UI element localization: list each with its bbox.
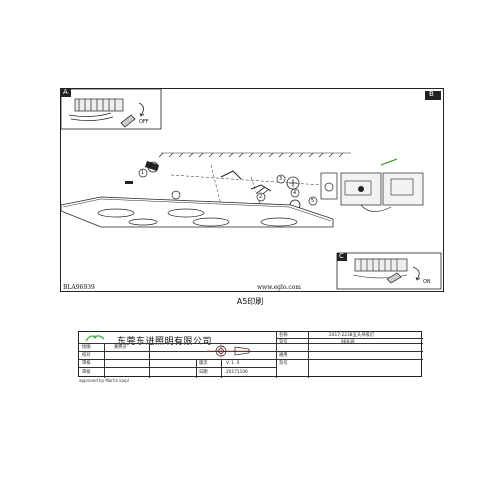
step-2: 2 — [259, 194, 263, 200]
rotate-arrow-icon — [138, 102, 145, 117]
screwdriver-icon — [120, 114, 136, 128]
version-value: V. 1. 0 — [226, 361, 240, 366]
item-value: 96939 — [341, 340, 355, 345]
website: www.eglo.com — [257, 284, 301, 291]
panel-c-inset — [336, 252, 442, 290]
approve-label: 审核 — [82, 370, 91, 375]
drawn-label: 绘图 — [82, 345, 91, 350]
ceiling-hatch — [158, 152, 351, 158]
lamp-light-slot — [97, 208, 298, 227]
on-label: ON — [423, 279, 431, 285]
drill-icon — [145, 161, 159, 173]
off-label: OFF — [139, 119, 149, 125]
step-3: 3 — [279, 176, 283, 182]
item-label: 货号 — [279, 340, 288, 345]
installation-diagram — [61, 89, 442, 290]
screwdriver-icon — [386, 272, 402, 284]
print-size-label: A5印刷 — [236, 297, 264, 306]
panel-a-label: A — [63, 88, 68, 96]
version-label: 版次 — [199, 361, 208, 366]
rotate-arrow-icon — [412, 266, 421, 281]
panel-c-label: C — [339, 252, 344, 260]
panel-b-label: B — [429, 90, 434, 98]
apply2-label: 货号 — [279, 361, 288, 366]
panel-b-junction-box-detail — [320, 158, 424, 212]
approved-by: approved by Martin kaipl — [79, 378, 129, 383]
panel-b-badge — [425, 91, 441, 100]
company-name: 东莞东进照明有限公司 — [117, 337, 213, 347]
name-label: 名称 — [279, 333, 288, 338]
ceiling-lamp-panel — [61, 196, 334, 228]
step-1: 1 — [141, 170, 145, 176]
projection-symbol-icon — [207, 344, 251, 358]
date-value: 20171106 — [226, 370, 248, 375]
name-value: 2017-223B五头吊吸灯 — [329, 333, 375, 338]
audit-label: 审核 — [82, 361, 91, 366]
apply-label: 通用 — [279, 353, 288, 358]
step-badges — [138, 168, 318, 206]
company-logo-icon — [85, 335, 105, 342]
panel-a-inset — [61, 89, 162, 130]
date-label: 日期 — [199, 370, 208, 375]
model-code: BLA96939 — [63, 284, 95, 291]
bracket-icon — [220, 170, 272, 192]
step-5: 5 — [311, 198, 315, 204]
checked-label: 校对 — [82, 353, 91, 358]
step-4: 4 — [293, 190, 297, 196]
drawn-value: 黄燕芬 — [114, 345, 127, 350]
title-block: 东莞东进照明有限公司 绘图 黄燕芬 校对 审核 审核 版次 V. 1. 0 日期… — [78, 331, 423, 378]
drawing-sheet: A B C OFF ON 1 2 3 4 5 BLA96939 www.eglo… — [60, 88, 444, 292]
terminal-block-icon — [68, 98, 124, 121]
